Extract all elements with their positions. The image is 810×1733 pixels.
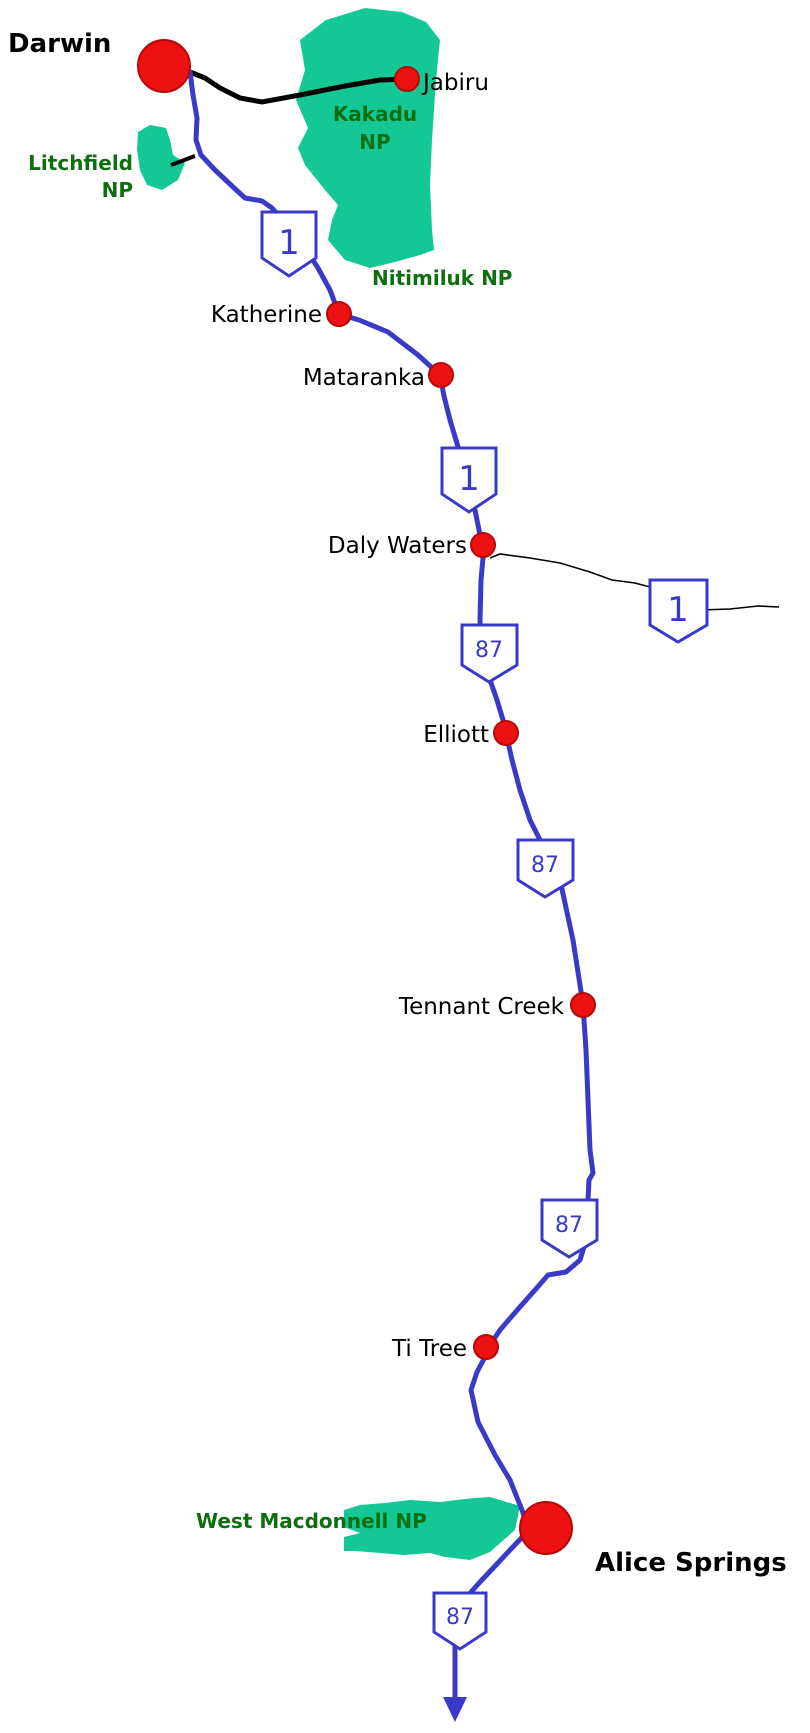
route-shield-icon: 87: [516, 838, 575, 899]
route-shield-icon: 87: [540, 1198, 599, 1259]
litchfield-access-road: [170, 154, 196, 167]
darwin-label: Darwin: [8, 29, 111, 59]
darwin-marker: [137, 39, 191, 93]
elliott-marker: [493, 720, 519, 746]
route-shield-icon: 87: [432, 1591, 488, 1651]
route-shield-icon: 1: [440, 446, 498, 514]
jabiru-label: Jabiru: [421, 70, 489, 96]
tennant-creek-label: Tennant Creek: [398, 994, 565, 1020]
litchfield-park-area: [137, 125, 185, 190]
katherine-label: Katherine: [211, 302, 322, 328]
arrow-down-icon: [443, 1697, 467, 1722]
shield-number: 1: [278, 223, 300, 263]
arnhem-highway-road: [187, 69, 410, 105]
shield-number: 87: [475, 638, 503, 663]
stuart-highway-road: [187, 69, 596, 1713]
shield-number: 87: [446, 1605, 474, 1630]
kakadu-label-np: NP: [359, 130, 390, 154]
daly-waters-marker: [470, 532, 496, 558]
shield-number: 1: [458, 459, 480, 499]
kakadu-label: Kakadu: [333, 102, 417, 126]
route-shield-icon: 1: [648, 578, 709, 644]
litchfield-label-np: NP: [102, 178, 133, 202]
route-shield-icon: 87: [460, 623, 519, 684]
shield-number: 1: [667, 590, 689, 630]
nitmiluk-label: Nitimiluk NP: [372, 266, 512, 290]
shield-number: 87: [531, 853, 559, 878]
elliott-label: Elliott: [423, 722, 489, 748]
mataranka-marker: [428, 362, 454, 388]
route-shield-icon: 1: [260, 210, 318, 278]
jabiru-marker: [394, 66, 420, 92]
tennant-creek-marker: [570, 992, 596, 1018]
west-macdonnell-label: West Macdonnell NP: [196, 1509, 427, 1533]
ti-tree-marker: [473, 1334, 499, 1360]
ti-tree-label: Ti Tree: [391, 1336, 467, 1362]
litchfield-label: Litchfield: [28, 151, 133, 175]
mataranka-label: Mataranka: [303, 365, 425, 391]
alice-springs-marker: [519, 1501, 573, 1555]
daly-waters-label: Daly Waters: [328, 533, 467, 559]
west-macdonnell-park-area: [344, 1497, 520, 1560]
carpentaria-highway-road: [489, 553, 780, 611]
katherine-marker: [326, 301, 352, 327]
alice-springs-label: Alice Springs: [595, 1548, 787, 1578]
shield-number: 87: [555, 1213, 583, 1238]
